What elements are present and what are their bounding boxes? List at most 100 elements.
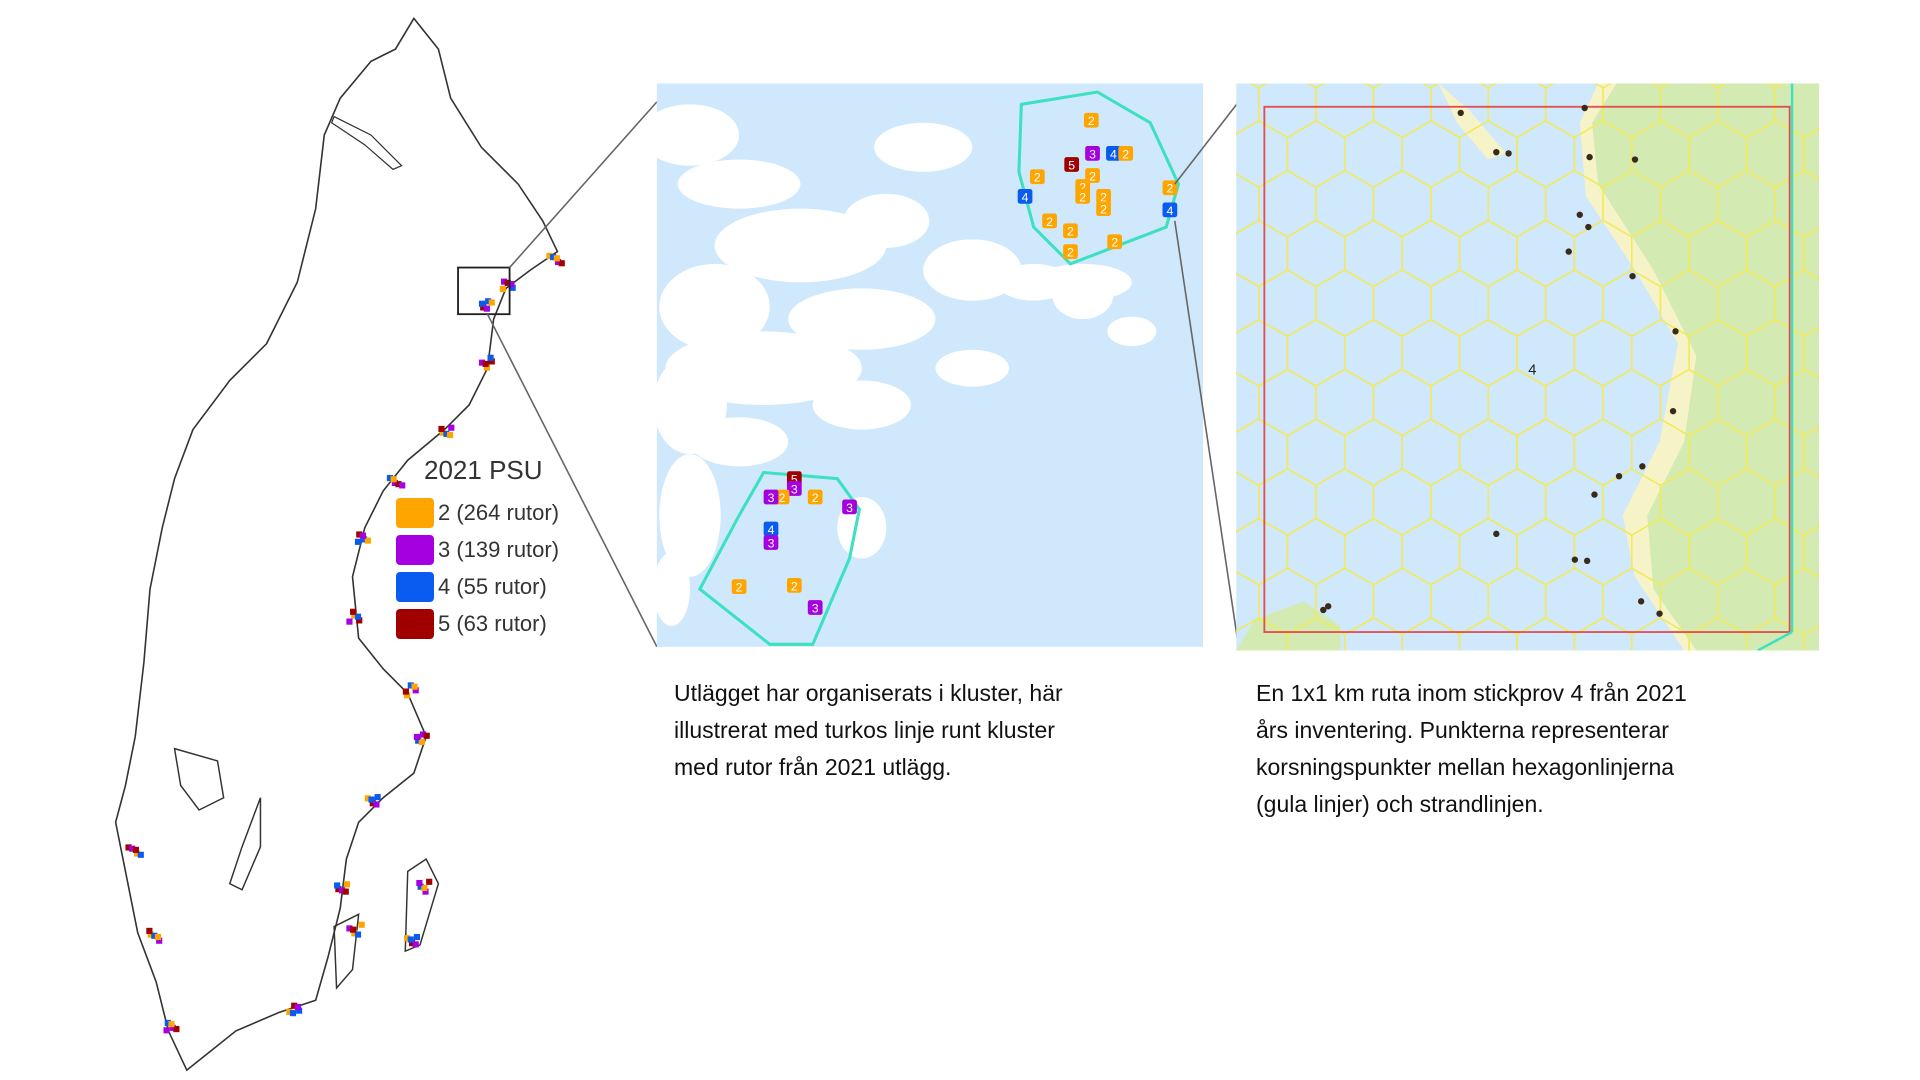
hexagon [1833,369,1890,435]
hexagon [1708,83,1727,89]
psu-marker [413,733,420,741]
hexagon [1236,617,1289,651]
cluster-marker: 4 [1162,202,1178,218]
caption-line: års inventering. Punkterna representerar [1256,717,1669,743]
legend-item: 2 (264 rutor) [396,494,559,531]
psu-marker [391,479,398,486]
psu-marker [415,737,422,744]
psu-marker [342,888,349,895]
svg-text:2: 2 [1079,190,1086,204]
zoom-line-2-top [1174,101,1240,185]
crossing-point [1637,598,1645,605]
square-label: 4 [1528,362,1536,378]
hexagon [1688,617,1748,651]
lake-vattern [228,797,262,891]
psu-marker [550,254,557,261]
psu-marker [412,687,419,694]
psu-marker [402,688,409,695]
hexagon [1307,83,1325,89]
psu-marker [358,921,365,928]
svg-text:3: 3 [812,601,819,615]
psu-marker [395,481,402,488]
cluster-marker: 2 [1029,169,1045,185]
psu-marker [354,613,362,620]
hexagon [1861,618,1918,684]
hexagon [1249,83,1268,89]
psu-marker [487,354,494,361]
cluster-marker: 3 [763,535,779,550]
psu-marker [356,531,363,538]
legend-item: 3 (139 rutor) [396,531,559,568]
island [843,193,930,248]
hexagon [1833,469,1890,535]
psu-marker [339,887,346,894]
legend-label: 5 (63 rutor) [438,610,547,636]
svg-text:2: 2 [812,491,819,505]
psu-marker [168,1021,175,1028]
crossing-point [1576,211,1583,218]
crossing-point [1656,610,1663,617]
hexagon [1516,617,1576,651]
svg-text:2: 2 [1100,203,1107,217]
cluster-marker: 3 [1085,146,1100,161]
island [788,288,936,350]
hexagon [1861,320,1918,386]
crossing-point [1583,557,1591,565]
svg-text:4: 4 [1110,147,1117,161]
svg-text:4: 4 [768,523,775,537]
psu-marker [169,1024,176,1031]
psu-marker [361,536,368,543]
psu-marker [369,800,376,807]
psu-marker [422,888,429,895]
island [874,122,973,172]
psu-marker [416,879,423,887]
psu-marker [356,617,363,624]
psu-marker [164,1019,171,1026]
psu-marker [359,532,366,539]
cluster-caption: Utlägget har organiserats i kluster, här… [674,675,1194,786]
psu-marker [334,882,341,889]
psu-marker [478,359,486,366]
psu-marker [488,299,495,306]
psu-marker [390,476,397,483]
island [923,239,1022,301]
crossing-point [1505,150,1512,157]
psu-marker [407,682,414,689]
caption-line: korsningspunkter mellan hexagonlinjerna [1256,754,1675,780]
caption-line: (gula linjer) och strandlinjen. [1256,791,1544,817]
svg-text:2: 2 [1089,169,1096,183]
psu-marker [134,850,141,857]
psu-marker [386,474,393,482]
psu-marker [354,538,362,545]
hexagon [1861,519,1918,585]
psu-marker [125,844,132,851]
legend: 2021 PSU 2 (264 rutor) 3 (139 rutor) 4 (… [396,455,559,642]
hexagon [1536,83,1555,89]
psu-marker [364,537,371,544]
psu-marker [412,941,419,948]
psu-marker [346,618,353,625]
legend-swatch [396,497,434,528]
psu-marker [368,796,375,803]
psu-marker [438,425,445,432]
crossing-point [1672,328,1679,335]
psu-marker [447,432,454,439]
psu-marker [154,933,162,941]
svg-text:2: 2 [1079,180,1086,194]
island [640,104,740,166]
island [690,417,789,467]
crossing-point [1591,491,1598,498]
svg-text:2: 2 [736,581,743,595]
psu-marker [426,878,433,885]
cluster-marker: 2 [1063,244,1078,260]
psu-marker [173,1026,180,1033]
hexagon [1651,83,1670,89]
legend-swatch [396,608,434,639]
psu-marker [286,1008,293,1015]
psu-marker [354,931,362,938]
square-detail-map: 4 [1236,83,1918,684]
cluster-marker: 2 [731,579,747,595]
crossing-point [1457,109,1464,117]
svg-text:3: 3 [768,491,775,505]
psu-marker [448,424,455,431]
